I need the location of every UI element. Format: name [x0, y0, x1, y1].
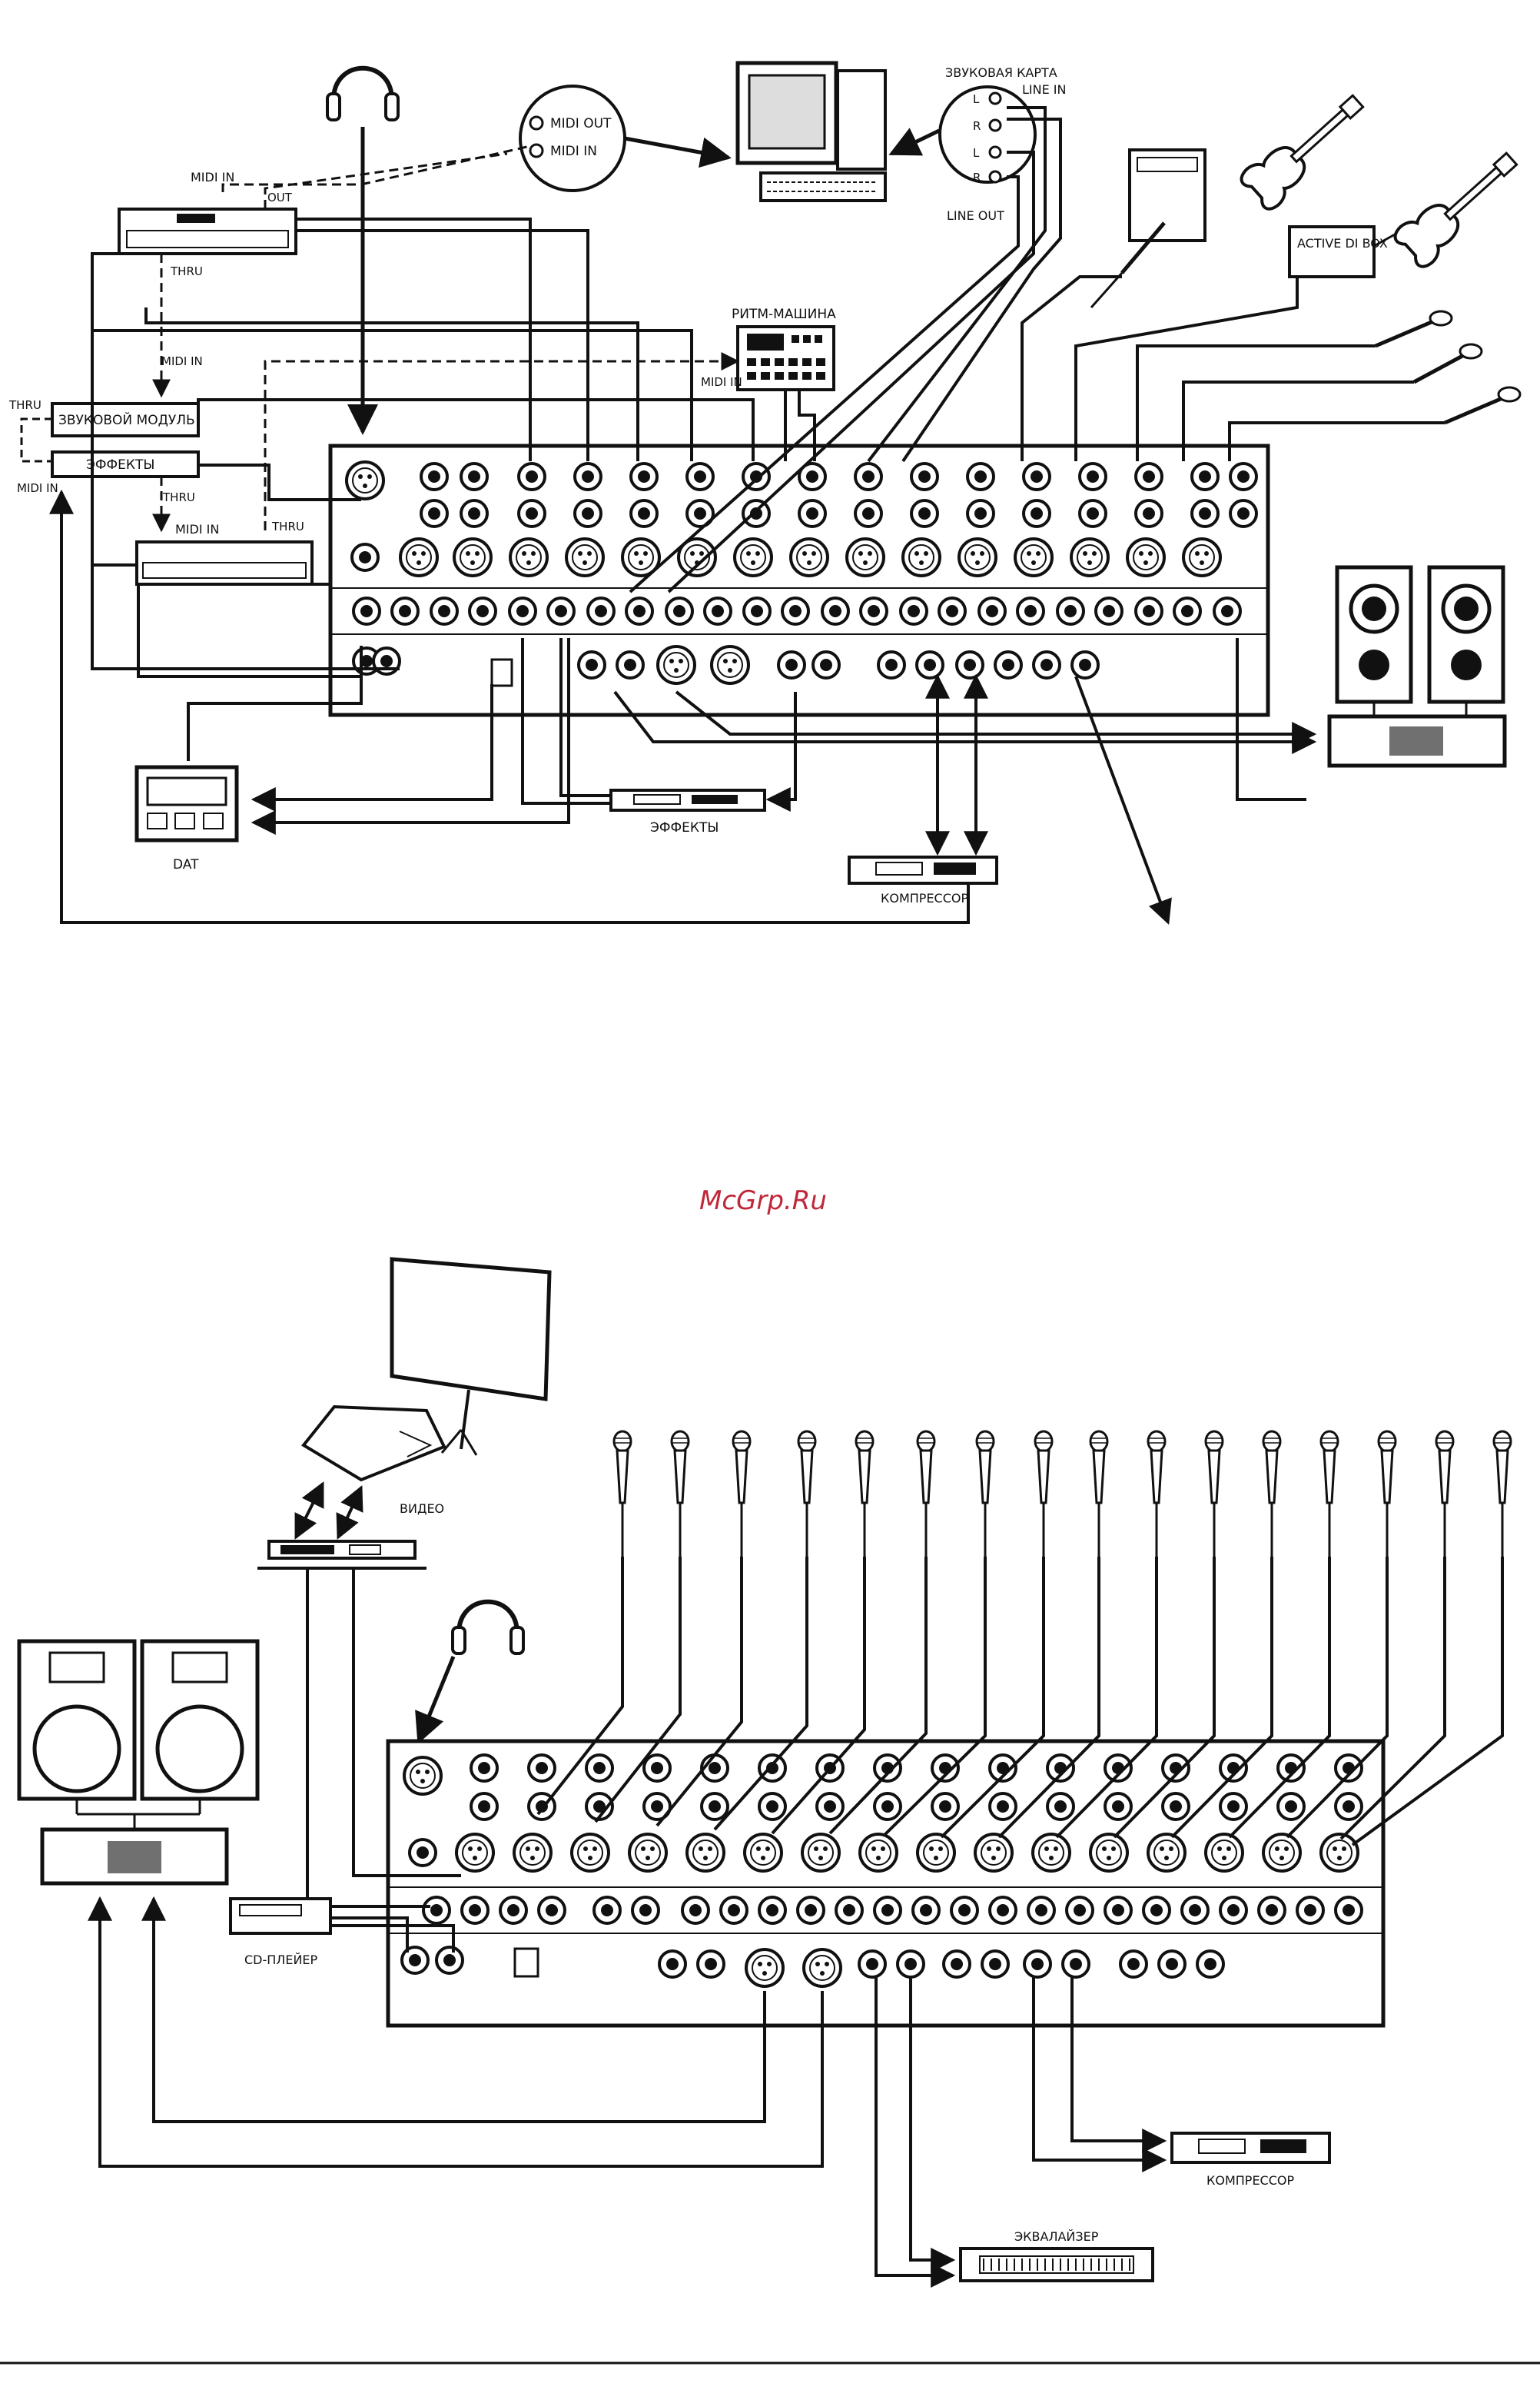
cd-player-label: CD-ПЛЕЙЕР [244, 1953, 318, 1967]
thru-left-label: THRU [8, 398, 41, 412]
compressor2-label: КОМПРЕССОР [1206, 2173, 1294, 2188]
headphones-icon [453, 1602, 523, 1653]
diagram-live-setup: ВИДЕО [19, 1259, 1511, 2281]
microphone-icon [1206, 1431, 1223, 1557]
microphone-icon [1436, 1431, 1453, 1557]
computer-icon [738, 63, 885, 201]
microphone-row [614, 1431, 1511, 1557]
midi-in-label: MIDI IN [550, 144, 597, 159]
effects-bottom-label: ЭФФЕКТЫ [650, 820, 719, 836]
guitar-amp [1091, 150, 1205, 307]
equalizer-label: ЭКВАЛАЙЗЕР [1014, 2229, 1099, 2244]
watermark: McGrp.Ru [699, 1185, 827, 1216]
video-label: ВИДЕО [400, 1501, 444, 1516]
sound-module-label: ЗВУКОВОЙ МОДУЛЬ [58, 411, 195, 428]
mixer-icon [330, 446, 1268, 715]
sc-l2-label: L [973, 146, 980, 160]
microphone-icon [1090, 1431, 1107, 1557]
microphone-icon [614, 1431, 631, 1557]
di-box-label: ACTIVE DI BOX [1297, 236, 1388, 251]
microphone-icon [733, 1431, 750, 1557]
microphone-icon [1379, 1431, 1396, 1557]
line-out-label: LINE OUT [947, 208, 1004, 223]
microphone-icon [1376, 311, 1520, 423]
microphone-icon [798, 1431, 815, 1557]
compressor-unit: КОМПРЕССОР [849, 857, 997, 906]
speaker-icon [19, 1641, 257, 1799]
kbd-midi-in-label: MIDI IN [191, 170, 234, 184]
drum-machine-label: РИТМ-МАШИНА [732, 307, 836, 322]
midi-interface: MIDI OUT MIDI IN [520, 86, 625, 191]
microphone-icon [856, 1431, 873, 1557]
projector-icon: ВИДЕО [304, 1259, 549, 1516]
midi-out-label: MIDI OUT [550, 116, 612, 131]
microphone-icon [1494, 1431, 1511, 1557]
thru-2-label: THRU [162, 490, 195, 504]
sound-module: ЗВУКОВОЙ МОДУЛЬ ЭФФЕКТЫ THRU MIDI IN MID… [8, 354, 203, 504]
sc-r1-label: R [973, 119, 981, 133]
mixer-icon [388, 1741, 1383, 2026]
video-player [257, 1541, 426, 1568]
effects-unit: ЭФФЕКТЫ [611, 790, 765, 836]
midi-in-left-label: MIDI IN [17, 481, 58, 495]
guitar-icon [1238, 84, 1374, 213]
microphone-icon [1035, 1431, 1052, 1557]
guitar-icon [1392, 141, 1528, 271]
mod-midi-in-label: MIDI IN [161, 354, 203, 368]
microphone-icon [1321, 1431, 1338, 1557]
sc-l1-label: L [973, 92, 980, 106]
dat-recorder: DAT [137, 767, 237, 872]
drum-machine: РИТМ-МАШИНА MIDI IN [701, 307, 836, 390]
microphone-icon [1263, 1431, 1280, 1557]
di-box: ACTIVE DI BOX [1289, 227, 1395, 277]
amplifier-icon [42, 1799, 227, 1883]
amplifier-icon [1329, 702, 1505, 766]
headphones-icon [327, 68, 398, 120]
microphone-icon [918, 1431, 934, 1557]
sound-card: ЗВУКОВАЯ КАРТА L R L R LINE IN LINE OUT [940, 65, 1066, 223]
kbd2-midi-in-label: MIDI IN [175, 522, 219, 537]
kbd2-thru-label: THRU [271, 520, 304, 533]
sc-r2-label: R [973, 171, 981, 184]
keyboard-icon: MIDI IN OUT THRU [119, 170, 296, 278]
sound-card-label: ЗВУКОВАЯ КАРТА [945, 65, 1057, 80]
drum-midi-in-label: MIDI IN [701, 375, 742, 389]
microphone-icon [672, 1431, 689, 1557]
equalizer-unit: ЭКВАЛАЙЗЕР [961, 2229, 1153, 2281]
compressor-unit: КОМПРЕССОР [1172, 2133, 1329, 2188]
effects-rack-label: ЭФФЕКТЫ [86, 457, 154, 473]
kbd-out-label: OUT [267, 191, 293, 204]
speaker-icon [1337, 567, 1503, 702]
dat-label: DAT [173, 857, 199, 872]
cd-player: CD-ПЛЕЙЕР [231, 1899, 330, 1967]
compressor-label: КОМПРЕССОР [881, 891, 968, 906]
line-in-label: LINE IN [1022, 82, 1066, 97]
keyboard-icon: MIDI IN THRU [137, 520, 312, 584]
diagram-studio-setup: MIDI OUT MIDI IN ЗВУКОВАЯ КАРТА L R L R … [8, 63, 1528, 922]
kbd-thru-label: THRU [170, 264, 203, 278]
microphone-icon [977, 1431, 994, 1557]
microphone-icon [1148, 1431, 1165, 1557]
mixer-insert-row [353, 598, 1240, 624]
